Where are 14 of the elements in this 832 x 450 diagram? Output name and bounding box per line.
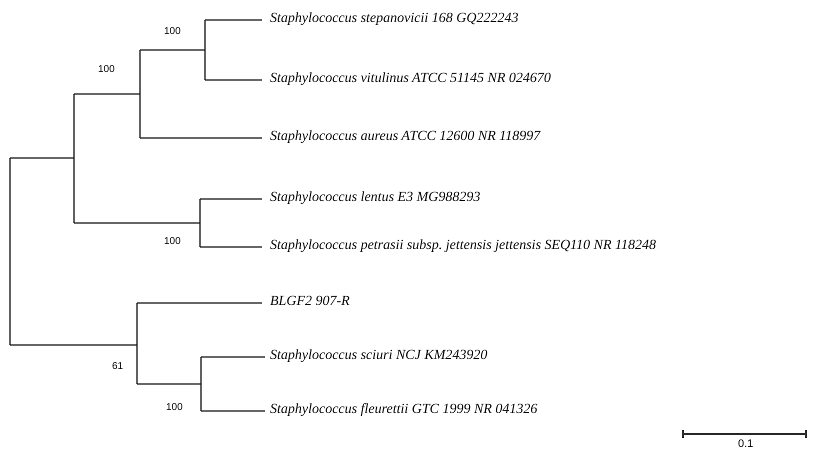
taxon-label: Staphylococcus stepanovicii 168 GQ222243 <box>270 11 518 27</box>
bootstrap-value: 100 <box>166 402 183 414</box>
taxon-label: Staphylococcus vitulinus ATCC 51145 NR 024670 <box>270 71 551 87</box>
taxon-label: Staphylococcus aureus ATCC 12600 NR 118997 <box>270 129 540 145</box>
bootstrap-value: 100 <box>164 26 181 38</box>
taxon-label: Staphylococcus petrasii subsp. jettensis jettensis SEQ110 NR 118248 <box>270 238 656 254</box>
taxon-label: Staphylococcus sciuri NCJ KM243920 <box>270 348 488 364</box>
scale-label: 0.1 <box>738 438 754 450</box>
bootstrap-value: 100 <box>164 236 181 248</box>
taxon-label: Staphylococcus fleurettii GTC 1999 NR 041326 <box>270 402 538 418</box>
bootstrap-value: 100 <box>98 64 115 76</box>
taxon-label: BLGF2 907-R <box>270 294 350 310</box>
bootstrap-value: 61 <box>112 361 124 373</box>
taxon-label: Staphylococcus lentus E3 MG988293 <box>270 190 480 206</box>
